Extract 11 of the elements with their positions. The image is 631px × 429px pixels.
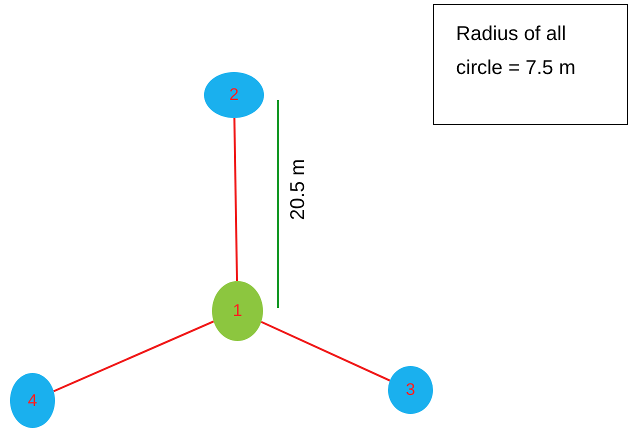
node-number: 2 [229, 85, 239, 105]
node-number: 4 [28, 390, 38, 410]
connector-line [233, 118, 238, 282]
note-text: Radius of all circle = 7.5 m [456, 22, 576, 81]
dimension-label: 20.5 m [287, 158, 310, 220]
connector-line [260, 320, 390, 382]
node-number: 1 [232, 301, 242, 321]
node-number: 3 [406, 380, 416, 400]
connector-line [53, 320, 214, 392]
circle-node [388, 366, 433, 414]
note-box [433, 4, 628, 125]
